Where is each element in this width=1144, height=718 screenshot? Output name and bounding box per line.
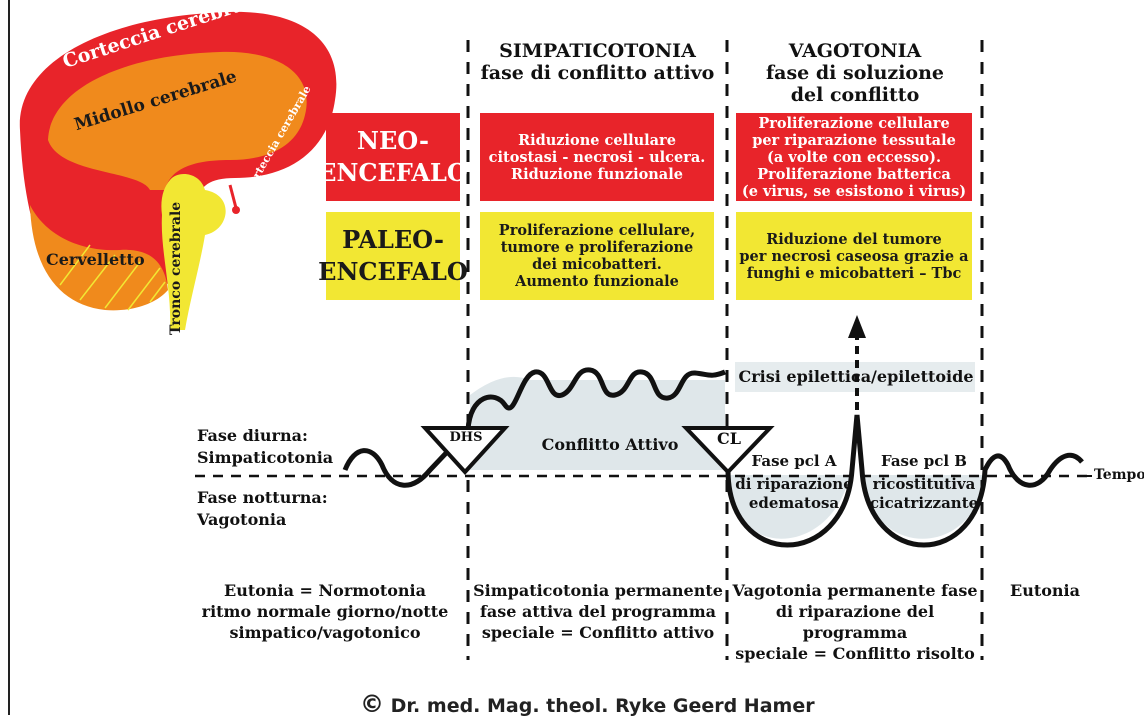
crisis-arrowhead	[848, 315, 866, 338]
paleo-active-box: Proliferazione cellulare, tumore e proli…	[480, 212, 714, 300]
copyright-text: Dr. med. Mag. theol. Ryke Geerd Hamer	[390, 695, 815, 717]
header-vagotonia-line3: del conflitto	[790, 84, 920, 106]
paleo-label-line1: PALEO-	[342, 225, 444, 254]
fase-b-line2: ricostitutiva	[872, 475, 976, 493]
brain-cerebellum	[30, 205, 168, 311]
eutonia-left-line3: simpatico/vagotonico	[229, 623, 421, 642]
repair-shade-a	[728, 475, 850, 539]
copyright-icon: ©	[360, 690, 384, 718]
main-curve	[342, 367, 726, 488]
fase-a-line2: di riparazione	[735, 475, 853, 493]
paleo-encefalo-label: PALEO- ENCEFALO	[318, 212, 468, 300]
neo-encefalo-label: NEO- ENCEFALO	[318, 113, 468, 201]
paleo-solution-box: Riduzione del tumore per necrosi caseosa…	[736, 212, 972, 300]
conflitto-attivo-label: Conflitto Attivo	[541, 435, 679, 454]
simpaticotonia-permanente-text: Simpaticotonia permanente fase attiva de…	[470, 580, 726, 643]
brain-label-tronco: Tronco cerebrale	[168, 201, 184, 335]
left-border-line	[8, 0, 10, 715]
brain-label-cervelletto: Cervelletto	[46, 250, 145, 269]
neo-solution-box: Proliferazione cellulare per riparazione…	[736, 113, 972, 201]
fase-a-label: Fase pcl A di riparazione edematosa	[732, 452, 856, 513]
fase-b-label: Fase pcl B ricostitutiva cicatrizzante	[862, 452, 986, 513]
tempo-label: Tempo	[1094, 467, 1144, 483]
cl-triangle	[681, 426, 775, 475]
fase-a-line1: Fase pcl A	[751, 452, 837, 470]
vagotonia-perm-line1: Vagotonia permanente fase	[732, 581, 978, 600]
fase-b-line1: Fase pcl B	[881, 452, 967, 470]
brain-medulla	[48, 51, 307, 190]
repair-shade-b	[862, 475, 985, 539]
fase-b-line3: cicatrizzante	[869, 494, 979, 512]
dhs-triangle	[420, 426, 510, 475]
header-vagotonia: VAGOTONIA fase di soluzione del conflitt…	[730, 40, 980, 106]
neo-active-line1: Riduzione cellulare	[518, 131, 676, 149]
fase-notturna-line1: Fase notturna:	[197, 488, 328, 507]
simpatico-perm-line2: fase attiva del programma	[480, 602, 716, 621]
brain-illustration	[19, 11, 337, 330]
fase-diurna-line2: Simpaticotonia	[197, 448, 334, 467]
header-simpaticotonia: SIMPATICOTONIA fase di conflitto attivo	[470, 40, 725, 84]
fase-diurna-label: Fase diurna: Simpaticotonia	[197, 425, 333, 469]
neo-active-line2: citostasi - necrosi - ulcera.	[488, 148, 706, 166]
brain-stem	[161, 174, 226, 330]
neo-solution-line1: Proliferazione cellulare	[758, 114, 950, 132]
repair-curve	[725, 414, 1084, 548]
paleo-solution-line3: funghi e micobatteri – Tbc	[746, 264, 962, 282]
eutonia-left-line2: ritmo normale giorno/notte	[201, 602, 449, 621]
eutonia-left-text: Eutonia = Normotonia ritmo normale giorn…	[190, 580, 460, 643]
paleo-active-line1: Proliferazione cellulare,	[498, 222, 696, 239]
copyright: © Dr. med. Mag. theol. Ryke Geerd Hamer	[360, 690, 815, 718]
neo-solution-line5: (e virus, se esistono i virus)	[741, 182, 967, 200]
vagotonia-perm-line2: di riparazione del programma	[775, 602, 935, 642]
paleo-label-line2: ENCEFALO	[318, 257, 468, 286]
eutonia-left-line1: Eutonia = Normotonia	[224, 581, 426, 600]
neo-solution-line4: Proliferazione batterica	[757, 165, 951, 183]
simpatico-perm-line3: speciale = Conflitto attivo	[481, 623, 715, 642]
eutonia-right-text: Eutonia	[1010, 581, 1080, 600]
fase-notturna-label: Fase notturna: Vagotonia	[197, 487, 328, 531]
paleo-solution-line2: per necrosi caseosa grazie a	[739, 247, 969, 265]
header-simpaticotonia-subtitle: fase di conflitto attivo	[480, 62, 715, 84]
neo-active-line3: Riduzione funzionale	[511, 165, 683, 183]
crisi-label: Crisi epilettica/epilettoide	[738, 367, 974, 386]
paleo-active-line4: Aumento funzionale	[515, 273, 679, 290]
paleo-active-line2: tumore e proliferazione	[500, 239, 694, 256]
paleo-solution-line1: Riduzione del tumore	[766, 230, 942, 248]
fase-notturna-line2: Vagotonia	[197, 510, 287, 529]
neo-label-line1: NEO-	[357, 126, 429, 155]
neo-solution-line3: (a volte con eccesso).	[767, 148, 941, 166]
active-phase-shade	[470, 376, 725, 470]
simpatico-perm-line1: Simpaticotonia permanente	[473, 581, 723, 600]
fase-a-line3: edematosa	[748, 494, 840, 512]
neo-label-line2: ENCEFALO	[318, 158, 468, 187]
header-vagotonia-title: VAGOTONIA	[788, 40, 922, 62]
neo-active-box: Riduzione cellulare citostasi - necrosi …	[480, 113, 714, 201]
fase-diurna-line1: Fase diurna:	[197, 426, 308, 445]
cl-label: CL	[717, 429, 741, 448]
dhs-label: DHS	[449, 430, 483, 445]
header-simpaticotonia-title: SIMPATICOTONIA	[499, 40, 696, 62]
header-vagotonia-line2: fase di soluzione	[766, 62, 944, 84]
neo-solution-line2: per riparazione tessutale	[752, 131, 956, 149]
vagotonia-permanente-text: Vagotonia permanente fase di riparazione…	[730, 580, 980, 664]
paleo-active-line3: dei micobatteri.	[532, 256, 662, 273]
vagotonia-perm-line3: speciale = Conflitto risolto	[735, 644, 975, 663]
